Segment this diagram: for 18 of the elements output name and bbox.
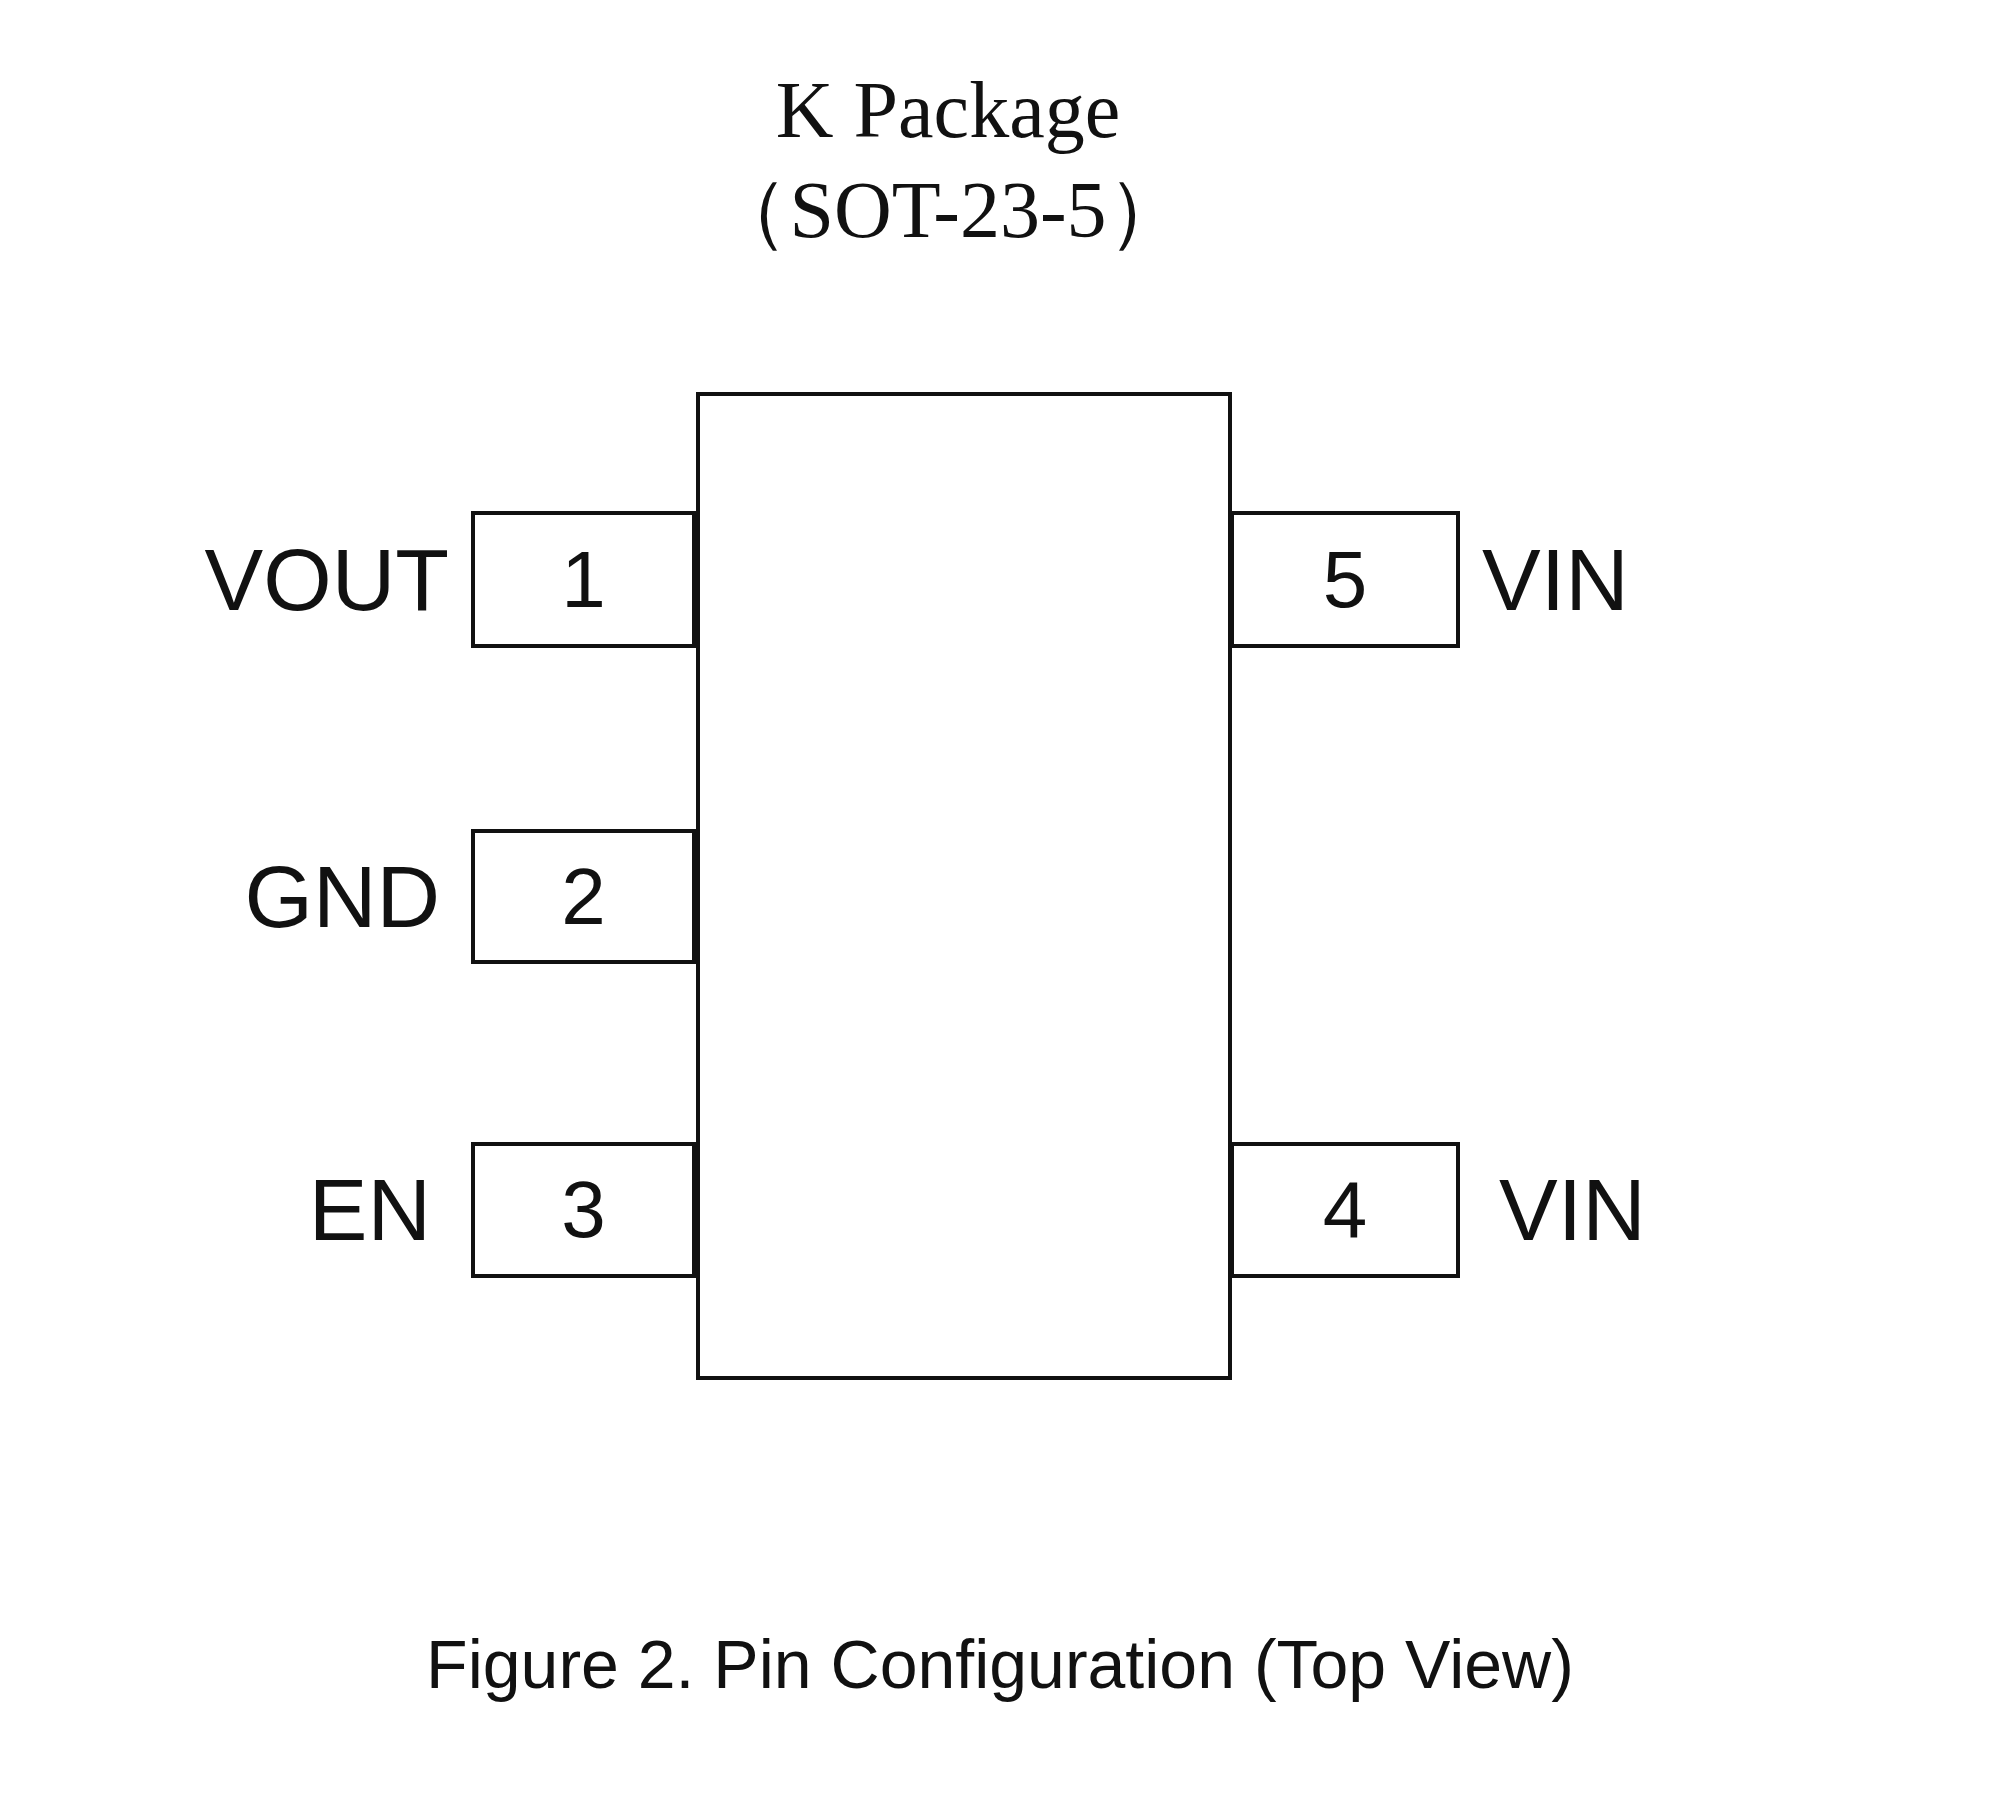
- pin-box: [471, 829, 696, 964]
- pin-number: 5: [1322, 539, 1368, 620]
- pin-number: 2: [561, 856, 606, 937]
- pin-number: 4: [1322, 1170, 1368, 1250]
- pin-name: GND: [244, 852, 440, 941]
- pin-name: VIN: [1499, 1166, 1646, 1254]
- pin-name: EN: [308, 1166, 431, 1254]
- pin-box: [471, 1142, 696, 1278]
- chip-body: [696, 392, 1232, 1380]
- pin-number: 3: [561, 1170, 606, 1250]
- figure-caption: Figure 2. Pin Configuration (Top View): [425, 1625, 1575, 1703]
- pin-number: 1: [561, 539, 606, 620]
- pin-name: VIN: [1482, 535, 1629, 624]
- pin-box: [1230, 1142, 1460, 1278]
- package-title: K Package （SOT-23-5）: [708, 65, 1188, 256]
- pin-box: [471, 511, 696, 648]
- pin-name: VOUT: [204, 535, 449, 624]
- pin-box: [1230, 511, 1460, 648]
